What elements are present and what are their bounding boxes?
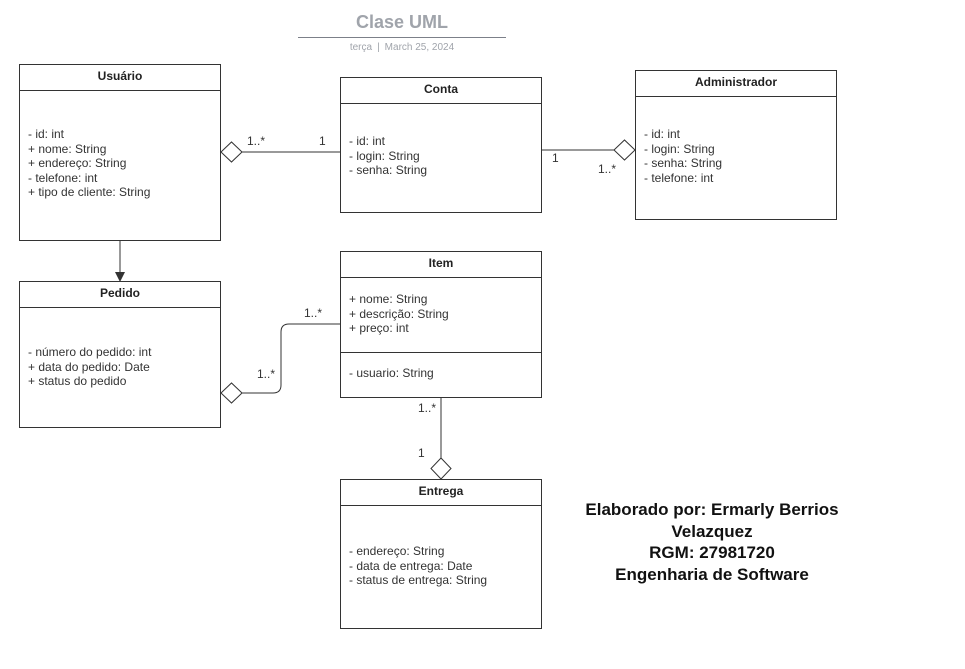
attribute: - número do pedido: int (28, 345, 152, 359)
date-value: March 25, 2024 (384, 42, 455, 53)
class-item[interactable]: Item + nome: String + descrição: String … (340, 251, 542, 398)
class-conta[interactable]: Conta - id: int - login: String - senha:… (340, 77, 542, 213)
attribute-list: - id: int - login: String - senha: Strin… (644, 127, 832, 185)
attribute-list: - id: int - login: String - senha: Strin… (349, 134, 537, 178)
attribute: - senha: String (644, 156, 723, 170)
attribute: - data de entrega: Date (349, 558, 473, 573)
attribute: + preço: int (349, 321, 409, 335)
author-line: Velazquez (671, 521, 753, 541)
multiplicity-item-entrega-item: 1..* (418, 401, 437, 415)
attribute: - login: String (349, 148, 420, 163)
class-entrega[interactable]: Entrega - endereço: String - data de ent… (340, 479, 542, 629)
class-administrador[interactable]: Administrador - id: int - login: String … (635, 70, 837, 220)
date-day: terça (349, 42, 373, 53)
link-pedido-item (242, 323, 341, 394)
author-info: Elaborado por: Ermarly Berrios Velazquez… (560, 499, 864, 585)
class-pedido-name: Pedido (20, 282, 220, 308)
multiplicity-conta-admin-conta: 1 (552, 151, 559, 165)
author-rgm: RGM: 27981720 (649, 543, 775, 562)
attribute: + nome: String (28, 141, 107, 156)
aggregation-diamond-pedido (220, 382, 243, 404)
class-entrega-name: Entrega (341, 480, 541, 506)
author-line: Elaborado por: Ermarly Berrios (585, 500, 839, 519)
multiplicity-usuario-conta-usuario: 1..* (247, 134, 266, 148)
compartment-divider (341, 352, 541, 353)
attribute: + status do pedido (28, 374, 127, 388)
class-conta-name: Conta (341, 78, 541, 104)
attribute: - id: int (644, 127, 681, 141)
title-underline (298, 37, 506, 38)
class-usuario[interactable]: Usuário - id: int + nome: String + ender… (19, 64, 221, 241)
multiplicity-conta-admin-admin: 1..* (598, 162, 617, 176)
attribute: - senha: String (349, 163, 428, 177)
date-separator: | (377, 42, 380, 53)
multiplicity-pedido-item-pedido: 1..* (257, 367, 276, 381)
class-administrador-name: Administrador (636, 71, 836, 97)
attribute-list: - id: int + nome: String + endereço: Str… (28, 127, 216, 200)
author-course: Engenharia de Software (615, 564, 809, 584)
diagram-title: Clase UML (355, 12, 449, 32)
attribute: - id: int (28, 127, 65, 141)
multiplicity-usuario-conta-conta: 1 (319, 134, 326, 148)
class-pedido[interactable]: Pedido - número do pedido: int + data do… (19, 281, 221, 428)
multiplicity-item-entrega-entrega: 1 (418, 446, 425, 460)
class-usuario-name: Usuário (20, 65, 220, 91)
class-item-name: Item (341, 252, 541, 278)
attribute-list: - número do pedido: int + data do pedido… (28, 345, 216, 389)
attribute: + descrição: String (349, 306, 449, 321)
attribute: + endereço: String (28, 156, 127, 170)
attribute: - login: String (644, 141, 715, 156)
attribute-list: - endereço: String - data de entrega: Da… (349, 544, 537, 588)
attribute: - usuario: String (349, 366, 434, 380)
aggregation-diamond-usuario (220, 141, 243, 163)
attribute: - telefone: int (644, 170, 714, 185)
attribute: - id: int (349, 134, 386, 148)
attribute-list-secondary: - usuario: String (349, 366, 537, 381)
aggregation-diamond-entrega (430, 457, 452, 480)
attribute: + data do pedido: Date (28, 359, 150, 374)
diagram-date: terça | March 25, 2024 (298, 42, 506, 53)
attribute: - status de entrega: String (349, 573, 488, 587)
attribute: + tipo de cliente: String (28, 185, 151, 199)
attribute: - endereço: String (349, 544, 445, 558)
attribute-list: + nome: String + descrição: String + pre… (349, 292, 537, 336)
aggregation-diamond-admin (613, 139, 636, 161)
multiplicity-pedido-item-item: 1..* (304, 306, 323, 320)
attribute: + nome: String (349, 292, 428, 306)
attribute: - telefone: int (28, 170, 98, 185)
